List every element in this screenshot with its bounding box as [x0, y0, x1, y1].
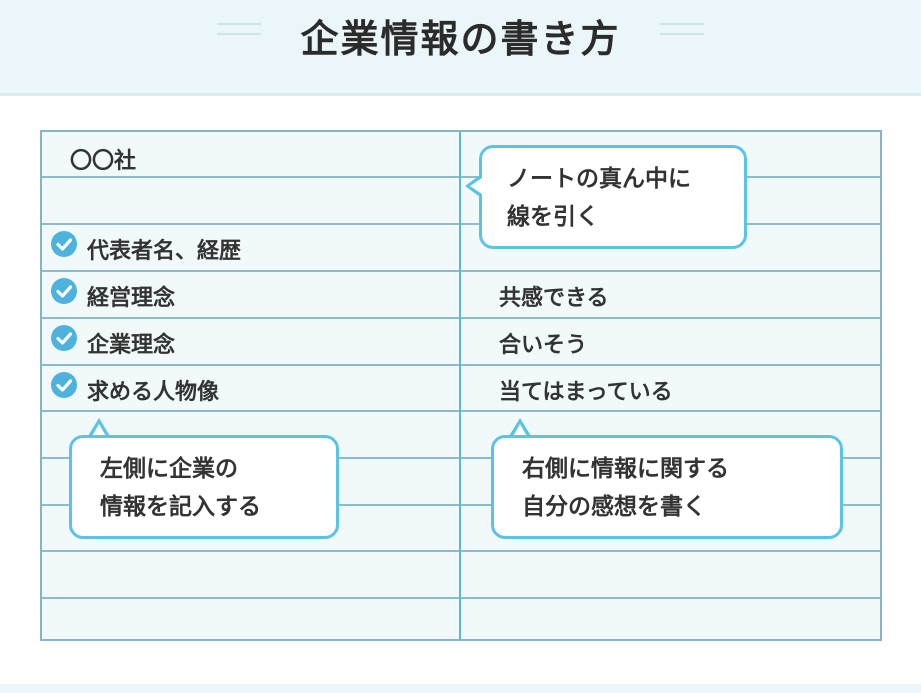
- rule-line: [42, 223, 880, 225]
- callout-center-line-1: ノートの真ん中に: [507, 166, 691, 192]
- check-circle-icon: [51, 278, 77, 304]
- callout-pointer-fill: [470, 178, 482, 194]
- callout-left-line-1: 左側に企業の: [100, 456, 238, 482]
- company-name: 〇〇社: [70, 149, 137, 174]
- left-item-2: 経営理念: [87, 286, 176, 311]
- rule-line: [42, 550, 880, 552]
- rule-line: [42, 176, 880, 178]
- right-item-2: 合いそう: [499, 333, 588, 358]
- check-circle-icon: [51, 231, 77, 257]
- rule-line: [42, 597, 880, 599]
- rule-line: [42, 410, 880, 412]
- callout-left-line-2: 情報を記入する: [100, 494, 261, 520]
- callout-left-column: 左側に企業の 情報を記入する: [69, 435, 339, 539]
- center-divider-line: [459, 132, 461, 639]
- header-decoration-right: [660, 23, 704, 35]
- left-item-3: 企業理念: [87, 333, 176, 358]
- callout-right-line-2: 自分の感想を書く: [522, 494, 706, 520]
- notebook: 〇〇社 代表者名、経歴 経営理念 企業理念 求める人物像 共感できる 合いそう …: [40, 130, 882, 641]
- check-circle-icon: [51, 325, 77, 351]
- rule-line: [42, 504, 880, 506]
- rule-line: [42, 317, 880, 319]
- header-decoration-left: [217, 23, 261, 35]
- callout-center-line: ノートの真ん中に 線を引く: [479, 145, 747, 249]
- callout-right-column: 右側に情報に関する 自分の感想を書く: [491, 435, 843, 539]
- callout-pointer-fill: [512, 424, 528, 438]
- left-item-1: 代表者名、経歴: [87, 239, 242, 264]
- header: 企業情報の書き方: [0, 0, 921, 96]
- rule-line: [42, 364, 880, 366]
- callout-right-line-1: 右側に情報に関する: [522, 456, 729, 482]
- rule-line: [42, 270, 880, 272]
- footer-strip: [0, 684, 921, 693]
- check-circle-icon: [51, 372, 77, 398]
- left-item-4: 求める人物像: [87, 380, 220, 405]
- right-item-1: 共感できる: [499, 286, 609, 311]
- right-item-3: 当てはまっている: [499, 380, 673, 405]
- callout-center-line-2: 線を引く: [507, 204, 599, 230]
- callout-pointer-fill: [91, 424, 107, 438]
- rule-line: [42, 457, 880, 459]
- page-title: 企業情報の書き方: [300, 17, 621, 61]
